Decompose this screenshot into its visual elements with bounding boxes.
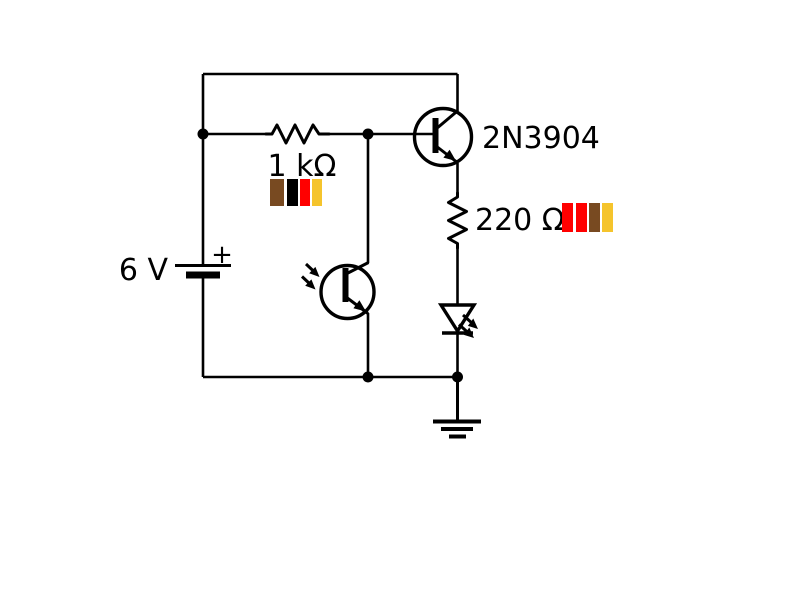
battery-plus-sign: + bbox=[211, 240, 233, 270]
resistor-r2-symbol: 220 Ω bbox=[447, 191, 613, 250]
color-band-brown bbox=[589, 203, 600, 232]
led-symbol bbox=[437, 303, 478, 338]
battery-symbol: 6 V + bbox=[119, 240, 233, 288]
light-ray-icon bbox=[457, 313, 478, 338]
color-band-brown bbox=[270, 179, 284, 206]
junction-dot bbox=[197, 128, 209, 140]
phototransistor-collector-lead bbox=[345, 261, 370, 276]
color-band-red bbox=[300, 179, 310, 206]
wires bbox=[201, 72, 459, 379]
transistor-2n3904-symbol: 2N3904 bbox=[412, 106, 600, 168]
phototransistor-symbol bbox=[300, 261, 376, 321]
color-band-red bbox=[562, 203, 573, 232]
color-band-black bbox=[287, 179, 298, 206]
transistor-2n3904-label: 2N3904 bbox=[482, 121, 600, 156]
resistor-zigzag bbox=[264, 123, 331, 145]
resistor-r2-color-bands bbox=[562, 203, 613, 232]
emitter-arrowhead bbox=[443, 149, 456, 161]
resistor-r1-color-bands bbox=[270, 179, 322, 206]
resistor-r1-symbol: 1 kΩ bbox=[264, 123, 337, 206]
resistor-r1-label: 1 kΩ bbox=[268, 149, 337, 184]
transistor-collector-lead bbox=[435, 109, 459, 131]
phototransistor-circle bbox=[319, 263, 376, 321]
color-band-gold bbox=[602, 203, 613, 232]
color-band-red bbox=[576, 203, 587, 232]
ground-symbol bbox=[433, 377, 481, 439]
light-arrowhead bbox=[467, 318, 478, 329]
junction-dot bbox=[362, 128, 374, 140]
light-ray-icon bbox=[300, 262, 320, 290]
light-arrowhead bbox=[463, 327, 474, 338]
resistor-r2-label: 220 Ω bbox=[475, 203, 565, 238]
color-band-gold bbox=[312, 179, 322, 206]
resistor-zigzag bbox=[447, 191, 468, 250]
junction-dot bbox=[362, 371, 374, 383]
light-arrowhead bbox=[305, 279, 316, 290]
light-arrowhead bbox=[309, 266, 320, 277]
junction-dots bbox=[197, 128, 463, 383]
battery-voltage-label: 6 V bbox=[119, 253, 169, 288]
emitter-arrowhead bbox=[353, 300, 366, 312]
led-triangle bbox=[437, 303, 478, 335]
transistor-circle bbox=[412, 106, 474, 168]
